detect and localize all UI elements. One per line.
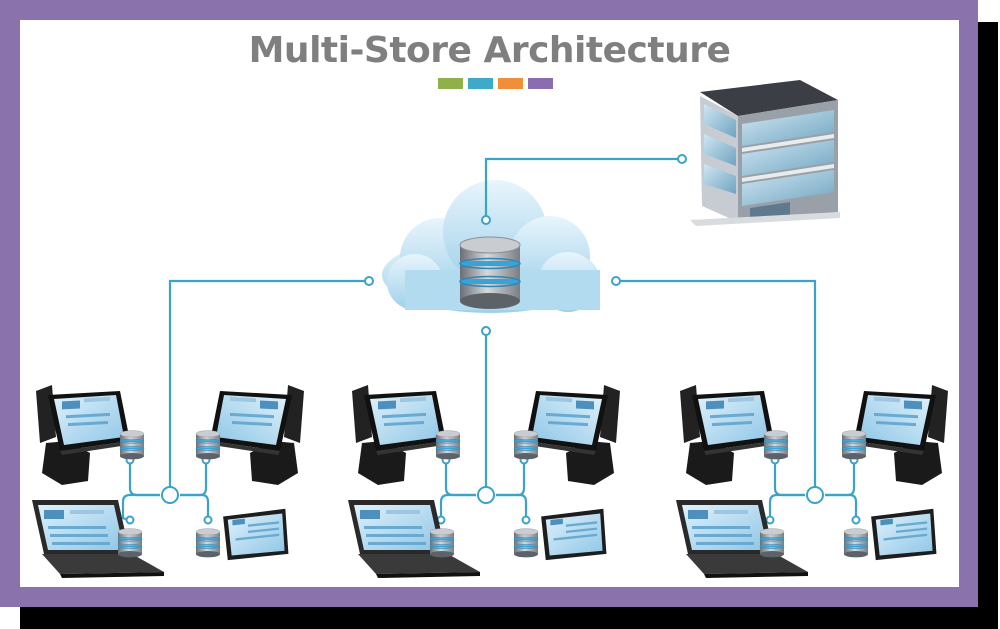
local-database-icon <box>195 430 221 460</box>
laptop-icon <box>348 500 480 578</box>
accent-swatch-4 <box>528 78 553 89</box>
local-database-icon <box>513 430 539 460</box>
connector-lines <box>121 157 858 522</box>
accent-swatch-3 <box>498 78 523 89</box>
pos-terminal-icon <box>854 385 948 485</box>
local-database-icon <box>435 430 461 460</box>
local-database-icon <box>841 430 867 460</box>
local-database-icon <box>195 528 221 558</box>
laptop-icon <box>32 500 164 578</box>
pos-terminal-icon <box>352 385 446 485</box>
local-database-icon <box>119 430 145 460</box>
diagram-title: Multi-Store Architecture <box>248 30 731 71</box>
architecture-diagram <box>32 80 948 578</box>
tablet-icon <box>541 508 607 561</box>
accent-swatch-1 <box>438 78 463 89</box>
color-accent-bar <box>438 78 553 89</box>
cloud-database-server-icon <box>459 236 521 310</box>
store-3 <box>676 385 948 578</box>
local-database-icon <box>429 528 455 558</box>
connector-nodes <box>125 154 861 525</box>
store-2 <box>348 385 620 578</box>
headquarters-building-icon <box>690 80 840 226</box>
local-database-icon <box>117 528 143 558</box>
local-database-icon <box>763 430 789 460</box>
tablet-icon <box>223 508 289 561</box>
pos-terminal-icon <box>526 385 620 485</box>
tablet-icon <box>871 508 937 561</box>
store-1 <box>32 385 304 578</box>
laptop-icon <box>676 500 808 578</box>
accent-swatch-2 <box>468 78 493 89</box>
diagram-canvas: Multi-Store Architecture <box>20 20 959 587</box>
local-database-icon <box>759 528 785 558</box>
local-database-icon <box>843 528 869 558</box>
pos-terminal-icon <box>680 385 774 485</box>
pos-terminal-icon <box>36 385 130 485</box>
local-database-icon <box>513 528 539 558</box>
pos-terminal-icon <box>210 385 304 485</box>
